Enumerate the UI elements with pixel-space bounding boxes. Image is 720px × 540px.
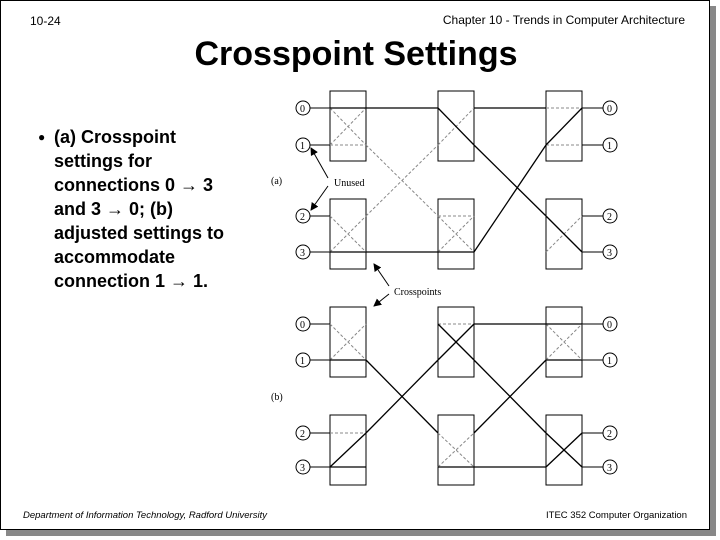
svg-text:0: 0 bbox=[607, 104, 612, 115]
unused-crosspoints-a bbox=[329, 107, 583, 253]
svg-text:1: 1 bbox=[300, 141, 305, 152]
svg-text:2: 2 bbox=[607, 429, 612, 440]
svg-text:0: 0 bbox=[300, 104, 305, 115]
right-ports-b: 0 1 2 3 bbox=[602, 316, 618, 475]
slide-title: Crosspoint Settings bbox=[194, 35, 518, 73]
unused-label: Unused bbox=[334, 178, 365, 189]
crosspoints-arrows bbox=[373, 263, 390, 307]
crosspoint-diagram: (a) 0 1 2 3 0 1 2 3 bbox=[271, 90, 618, 486]
bullet-text: (a) Crosspoint settings for connections … bbox=[54, 125, 268, 293]
bullet-line: accommodate bbox=[54, 247, 176, 267]
bullet-item: ● (a) Crosspoint settings for connection… bbox=[38, 125, 268, 293]
bullet-line: (a) Crosspoint bbox=[54, 127, 177, 147]
part-a-label: (a) bbox=[271, 176, 282, 187]
svg-text:0: 0 bbox=[607, 320, 612, 331]
svg-text:1: 1 bbox=[300, 356, 305, 367]
bullet-line: connections 0 → 3 bbox=[54, 175, 214, 195]
svg-text:0: 0 bbox=[300, 320, 305, 331]
bullet-line: settings for bbox=[54, 151, 153, 171]
footer-department: Department of Information Technology, Ra… bbox=[23, 510, 267, 521]
switch-boxes-a bbox=[329, 90, 583, 270]
svg-text:2: 2 bbox=[607, 212, 612, 223]
active-paths-a bbox=[330, 107, 583, 253]
svg-text:3: 3 bbox=[300, 248, 305, 259]
stubs-b bbox=[310, 323, 603, 468]
active-paths-b bbox=[329, 323, 583, 468]
svg-text:1: 1 bbox=[607, 356, 612, 367]
part-b-label: (b) bbox=[271, 392, 283, 403]
svg-text:1: 1 bbox=[607, 141, 612, 152]
chapter-title: Chapter 10 - Trends in Computer Architec… bbox=[442, 13, 685, 27]
svg-text:2: 2 bbox=[300, 212, 305, 223]
svg-text:3: 3 bbox=[300, 463, 305, 474]
slide-number: 10-24 bbox=[30, 14, 61, 28]
right-ports-a: 0 1 2 3 bbox=[602, 100, 618, 260]
unused-arrows bbox=[310, 147, 329, 211]
bullet-line: connection 1 → 1. bbox=[54, 271, 209, 291]
svg-text:3: 3 bbox=[607, 463, 612, 474]
svg-text:3: 3 bbox=[607, 248, 612, 259]
switch-boxes-b bbox=[329, 306, 583, 486]
slide: 10-24 Chapter 10 - Trends in Computer Ar… bbox=[0, 0, 710, 530]
stubs-a bbox=[310, 107, 603, 253]
unused-crosspoints-b bbox=[329, 323, 583, 468]
crosspoints-label: Crosspoints bbox=[394, 287, 441, 298]
left-ports-b: 0 1 2 3 bbox=[295, 316, 311, 475]
bullet-line: adjusted settings to bbox=[54, 223, 225, 243]
bullet-dot-icon: ● bbox=[38, 130, 46, 144]
svg-text:2: 2 bbox=[300, 429, 305, 440]
bullet-line: and 3 → 0; (b) bbox=[54, 199, 174, 219]
left-ports-a: 0 1 2 3 bbox=[295, 100, 311, 260]
footer-course: ITEC 352 Computer Organization bbox=[546, 510, 687, 521]
